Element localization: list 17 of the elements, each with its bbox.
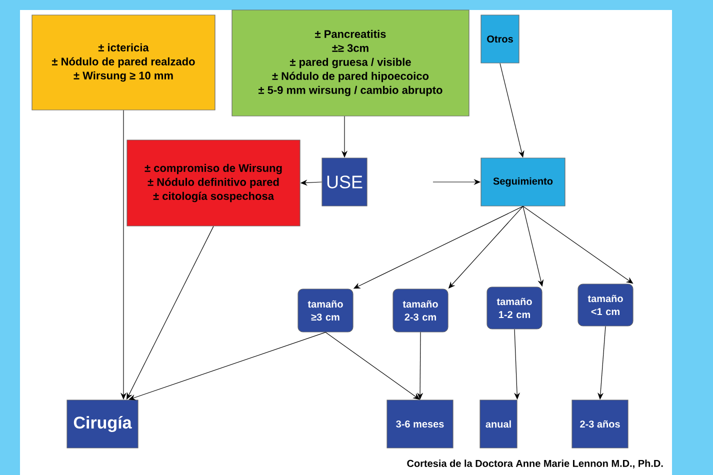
arrow xyxy=(325,332,420,400)
process-box: Seguimiento xyxy=(480,158,566,206)
outcome-box: 3-6 meses xyxy=(386,400,454,448)
process-box: USE xyxy=(322,158,368,206)
arrow xyxy=(128,332,326,400)
size-box: tamaño ≥3 cm xyxy=(298,288,354,332)
condition-box: ± ictericia ± Nódulo de pared realzado ± Wirsung ≥ 10 mm xyxy=(32,14,216,110)
outcome-box: anual xyxy=(480,400,518,448)
outcome-box: Cirugía xyxy=(66,400,138,448)
process-box: Otros xyxy=(480,14,520,64)
size-box: tamaño <1 cm xyxy=(578,284,634,326)
size-box: tamaño 1-2 cm xyxy=(486,286,542,330)
condition-box: ± Pancreatitis ±≥ 3cm ± pared gruesa / visible ± Nódulo de pared hipoecoico ± 5-9 mm wirsung / cambio abrupto xyxy=(232,10,470,116)
condition-box: ± compromiso de Wirsung ± Nódulo definitivo pared ± citología sospechosa xyxy=(126,140,300,226)
outcome-box: 2-3 años xyxy=(572,400,628,448)
caption-text: Cortesia de la Doctora Anne Marie Lennon M.D., Ph.D. xyxy=(407,460,663,468)
size-box: tamaño 2-3 cm xyxy=(392,288,448,332)
